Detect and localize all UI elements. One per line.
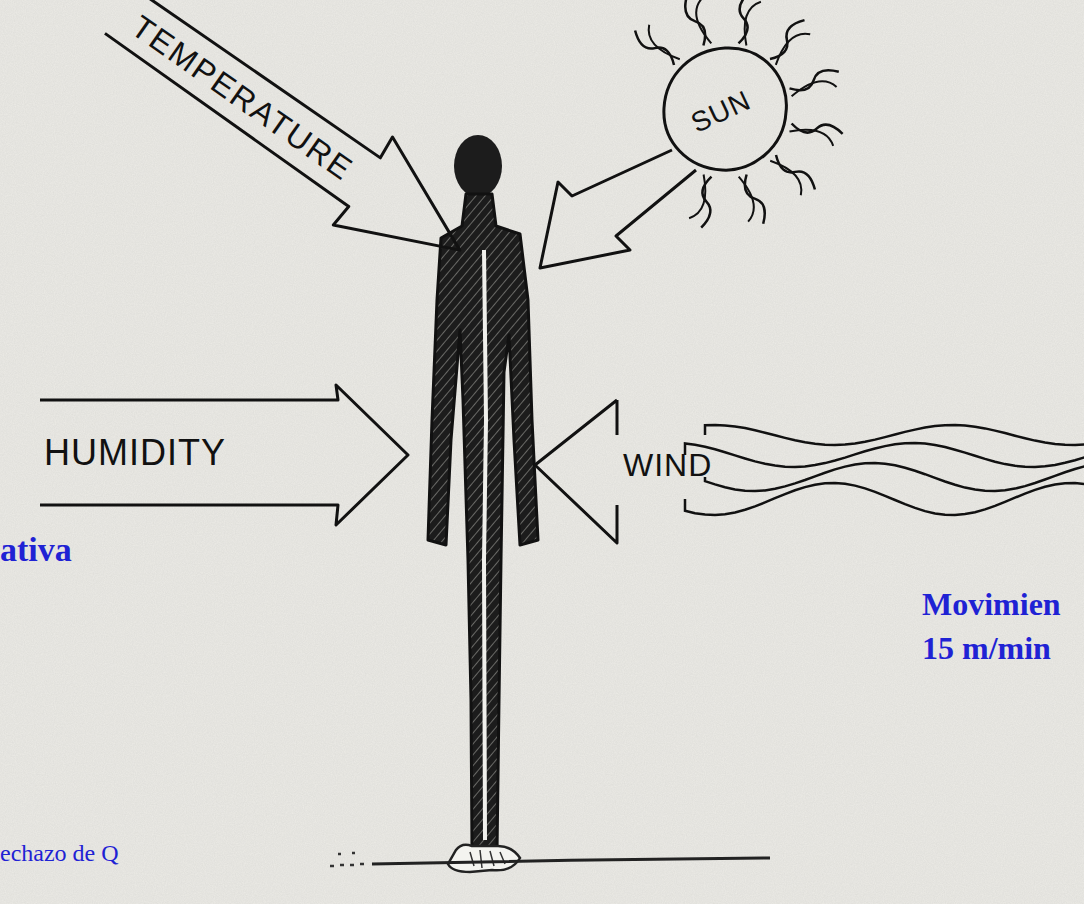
person-head xyxy=(454,135,502,197)
person-stripe xyxy=(484,250,486,840)
node-label: TEMPERATURE xyxy=(119,0,365,196)
person-body xyxy=(428,194,538,852)
sun-symbol: SUN xyxy=(600,0,850,230)
temperature-arrow: TEMPERATURE xyxy=(86,0,493,296)
ground-line xyxy=(372,858,770,864)
person-feet xyxy=(448,845,520,872)
node-outline xyxy=(535,395,1084,545)
node-label: SUN xyxy=(684,81,757,144)
humidity-arrow: HUMIDITY xyxy=(38,385,408,525)
wind-arrow: WIND xyxy=(535,395,1084,545)
note-text: ativa xyxy=(0,528,220,572)
note-text: Movimien 15 m/min xyxy=(922,582,1082,670)
feet-marks xyxy=(470,850,505,868)
node-label: HUMIDITY xyxy=(44,400,226,505)
note-text: echazo de Q xyxy=(0,838,320,868)
ground-dots xyxy=(330,853,364,866)
node-label: WIND xyxy=(623,443,712,487)
person-figure xyxy=(428,135,538,872)
